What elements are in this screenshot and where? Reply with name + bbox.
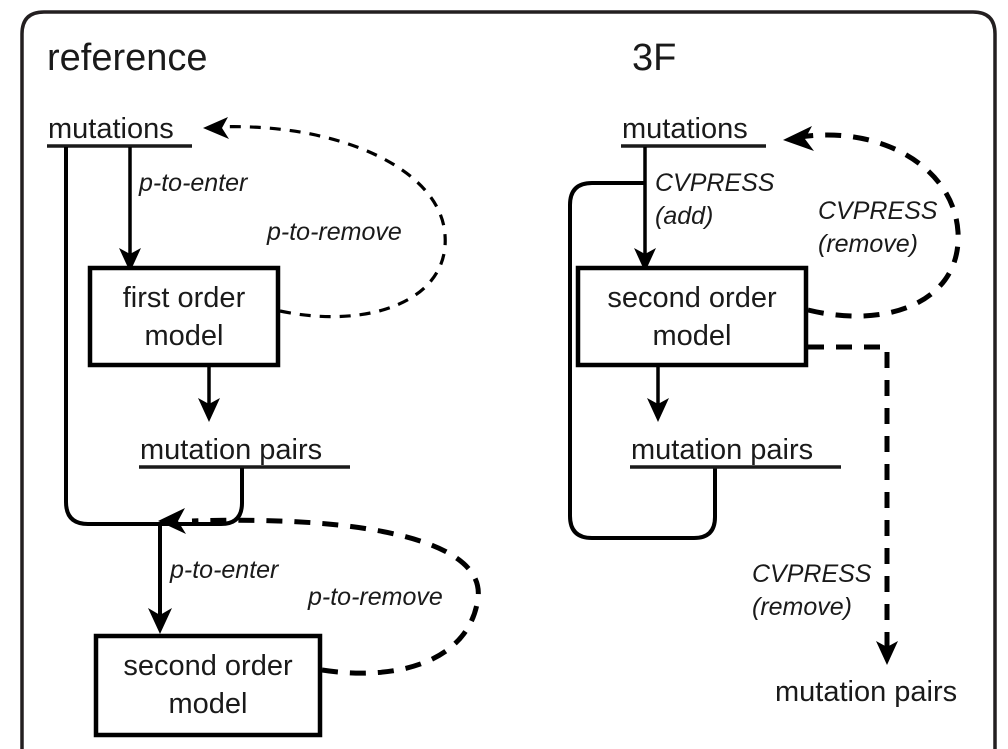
edge-mutations-to-merge-bypass (64, 147, 160, 526)
panel-title-3f: 3F (632, 37, 676, 79)
figure-frame (20, 10, 997, 749)
edge-label-cvpress-remove-top-line2: (remove) (818, 230, 918, 258)
edge-label-p-to-enter-bottom: p-to-enter (169, 556, 280, 584)
box-second-order-model-3f-label-line1: second order (607, 282, 777, 314)
arrowhead-mutations-to-first-order (119, 248, 141, 272)
node-mutations-3f: mutations (622, 113, 748, 145)
panel-title-reference: reference (47, 37, 208, 79)
edge-label-p-to-enter-top: p-to-enter (138, 169, 249, 197)
box-first-order-model-label-line2: model (145, 320, 224, 352)
edge-p-to-remove-bottom (191, 517, 481, 676)
edge-label-p-to-remove-top: p-to-remove (266, 218, 402, 246)
arrowhead-mutations-to-second-order-3f (634, 248, 656, 272)
edge-mutation-pairs-to-merge (160, 468, 244, 526)
edge-p-to-remove-top (215, 125, 447, 319)
arrowhead-p-to-remove-top (203, 117, 229, 139)
edge-label-cvpress-add-line1: CVPRESS (655, 169, 775, 197)
node-mutation-pairs-output-3f: mutation pairs (775, 676, 957, 708)
arrowhead-merge-to-second-order (148, 608, 172, 634)
edge-label-cvpress-remove-bottom-line1: CVPRESS (752, 560, 872, 588)
edge-mutation-pairs-feedback-loop-3f (568, 181, 717, 540)
arrowhead-second-order-to-mutation-pairs-3f (647, 398, 669, 422)
node-mutations-reference: mutations (48, 113, 174, 145)
box-second-order-model-reference-label-line1: second order (123, 650, 293, 682)
node-mutation-pairs-3f: mutation pairs (631, 434, 813, 466)
box-second-order-model-reference-label-line2: model (169, 688, 248, 720)
box-first-order-model (87, 265, 281, 368)
arrowhead-cvpress-remove-top (783, 126, 814, 151)
arrowhead-cvpress-remove-bottom (876, 641, 898, 665)
node-mutation-pairs-reference: mutation pairs (140, 434, 322, 466)
box-second-order-model-3f-label-line2: model (653, 320, 732, 352)
box-second-order-model-reference (93, 633, 323, 738)
edge-label-cvpress-add-line2: (add) (655, 202, 713, 230)
edge-label-cvpress-remove-bottom-line2: (remove) (752, 593, 852, 621)
edge-label-cvpress-remove-top-line1: CVPRESS (818, 197, 938, 225)
box-second-order-model-3f (575, 265, 809, 368)
edge-cvpress-remove-top (799, 132, 961, 319)
arrowhead-p-to-remove-bottom (158, 508, 186, 534)
edge-label-p-to-remove-bottom: p-to-remove (307, 583, 443, 611)
box-first-order-model-label-line1: first order (123, 282, 246, 314)
arrowhead-first-order-to-mutation-pairs (198, 398, 220, 422)
